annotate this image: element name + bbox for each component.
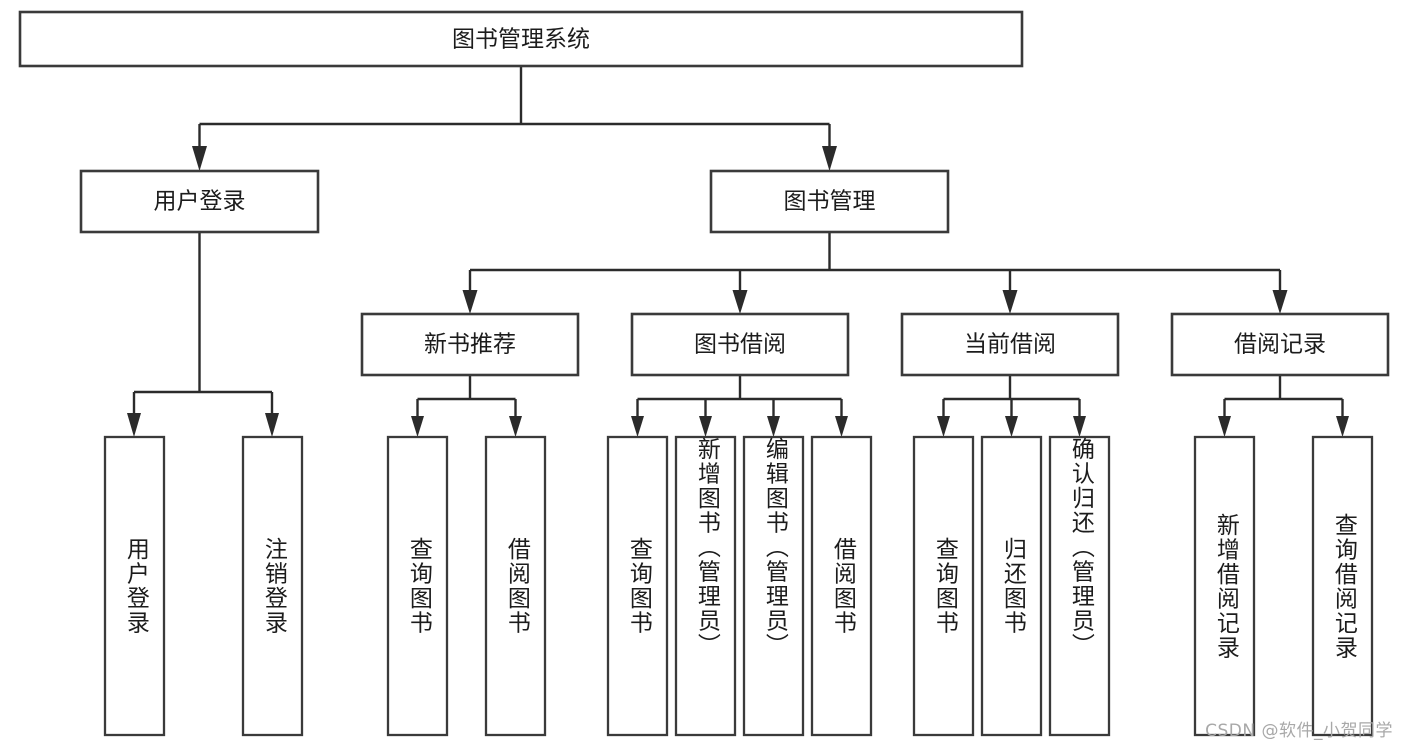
- arrowhead-leaf-cur-return: [1005, 416, 1018, 437]
- leaf-box-cur-confirm[interactable]: [1048, 435, 1111, 737]
- connector-group-root: [192, 66, 837, 171]
- node-root-label: 图书管理系统: [452, 27, 590, 53]
- leaf-box-borrow-lend[interactable]: [810, 435, 873, 737]
- connector-group-book-manage: [462, 232, 1288, 314]
- leaf-box-cur-query[interactable]: [912, 435, 975, 737]
- arrowhead-leaf-borrow-edit: [767, 416, 780, 437]
- arrowhead-leaf-borrow-lend: [835, 416, 848, 437]
- node-user-login[interactable]: 用户登录: [79, 169, 320, 234]
- node-borrow-record[interactable]: 借阅记录: [1170, 312, 1390, 377]
- node-book-borrow-label: 图书借阅: [694, 332, 786, 358]
- node-current-borrow-label: 当前借阅: [964, 332, 1056, 358]
- leaf-box-cur-return[interactable]: [980, 435, 1043, 737]
- node-new-book-rec-box[interactable]: [360, 312, 580, 377]
- connector-group-new-book-rec: [411, 375, 522, 437]
- node-user-login-label: 用户登录: [154, 189, 246, 215]
- leaf-box-rec-query[interactable]: [386, 435, 449, 737]
- arrowhead-current-borrow: [1002, 290, 1018, 314]
- arrowhead-leaf-rec-add: [1218, 416, 1231, 437]
- arrowhead-leaf-cur-query: [937, 416, 950, 437]
- arrowhead-leaf-user-logout: [265, 413, 279, 437]
- arrowhead-book-borrow: [732, 290, 748, 314]
- leaf-box-user-logout[interactable]: [241, 435, 304, 737]
- node-new-book-rec[interactable]: 新书推荐: [360, 312, 580, 377]
- leaf-box-rec-query2[interactable]: [1311, 435, 1374, 737]
- leaf-boxes: [103, 435, 1374, 737]
- node-book-manage-label: 图书管理: [784, 189, 876, 215]
- connector-group-book-borrow: [631, 375, 848, 437]
- arrowhead-user-login: [192, 146, 207, 171]
- arrowhead-book-manage: [822, 146, 837, 171]
- arrowhead-new-book-rec: [462, 290, 478, 314]
- node-root-box[interactable]: [18, 10, 1024, 68]
- node-book-manage[interactable]: 图书管理: [709, 169, 950, 234]
- arrowhead-borrow-record: [1272, 290, 1288, 314]
- node-current-borrow-box[interactable]: [900, 312, 1120, 377]
- arrowhead-leaf-rec-borrow: [509, 416, 522, 437]
- arrowhead-leaf-borrow-query: [631, 416, 644, 437]
- leaf-box-rec-add[interactable]: [1193, 435, 1256, 737]
- node-borrow-record-box[interactable]: [1170, 312, 1390, 377]
- connector-group-borrow-record: [1218, 375, 1349, 437]
- node-current-borrow[interactable]: 当前借阅: [900, 312, 1120, 377]
- arrowhead-leaf-rec-query: [411, 416, 424, 437]
- node-borrow-record-label: 借阅记录: [1234, 332, 1326, 358]
- node-book-borrow-box[interactable]: [630, 312, 850, 377]
- leaf-box-rec-borrow[interactable]: [484, 435, 547, 737]
- node-user-login-box[interactable]: [79, 169, 320, 234]
- node-book-manage-box[interactable]: [709, 169, 950, 234]
- arrowhead-leaf-borrow-add: [699, 416, 712, 437]
- leaf-box-user-login[interactable]: [103, 435, 166, 737]
- connector-group-user-login: [127, 232, 279, 437]
- leaf-box-borrow-query[interactable]: [606, 435, 669, 737]
- connector-group-current-borrow: [937, 375, 1086, 437]
- node-new-book-rec-label: 新书推荐: [424, 332, 516, 358]
- leaf-box-borrow-edit[interactable]: [742, 435, 805, 737]
- arrowhead-leaf-user-login: [127, 413, 141, 437]
- arrowhead-leaf-cur-confirm: [1073, 416, 1086, 437]
- leaf-box-borrow-add[interactable]: [674, 435, 737, 737]
- arrowhead-leaf-rec-query2: [1336, 416, 1349, 437]
- node-book-borrow[interactable]: 图书借阅: [630, 312, 850, 377]
- node-root[interactable]: 图书管理系统: [18, 10, 1024, 68]
